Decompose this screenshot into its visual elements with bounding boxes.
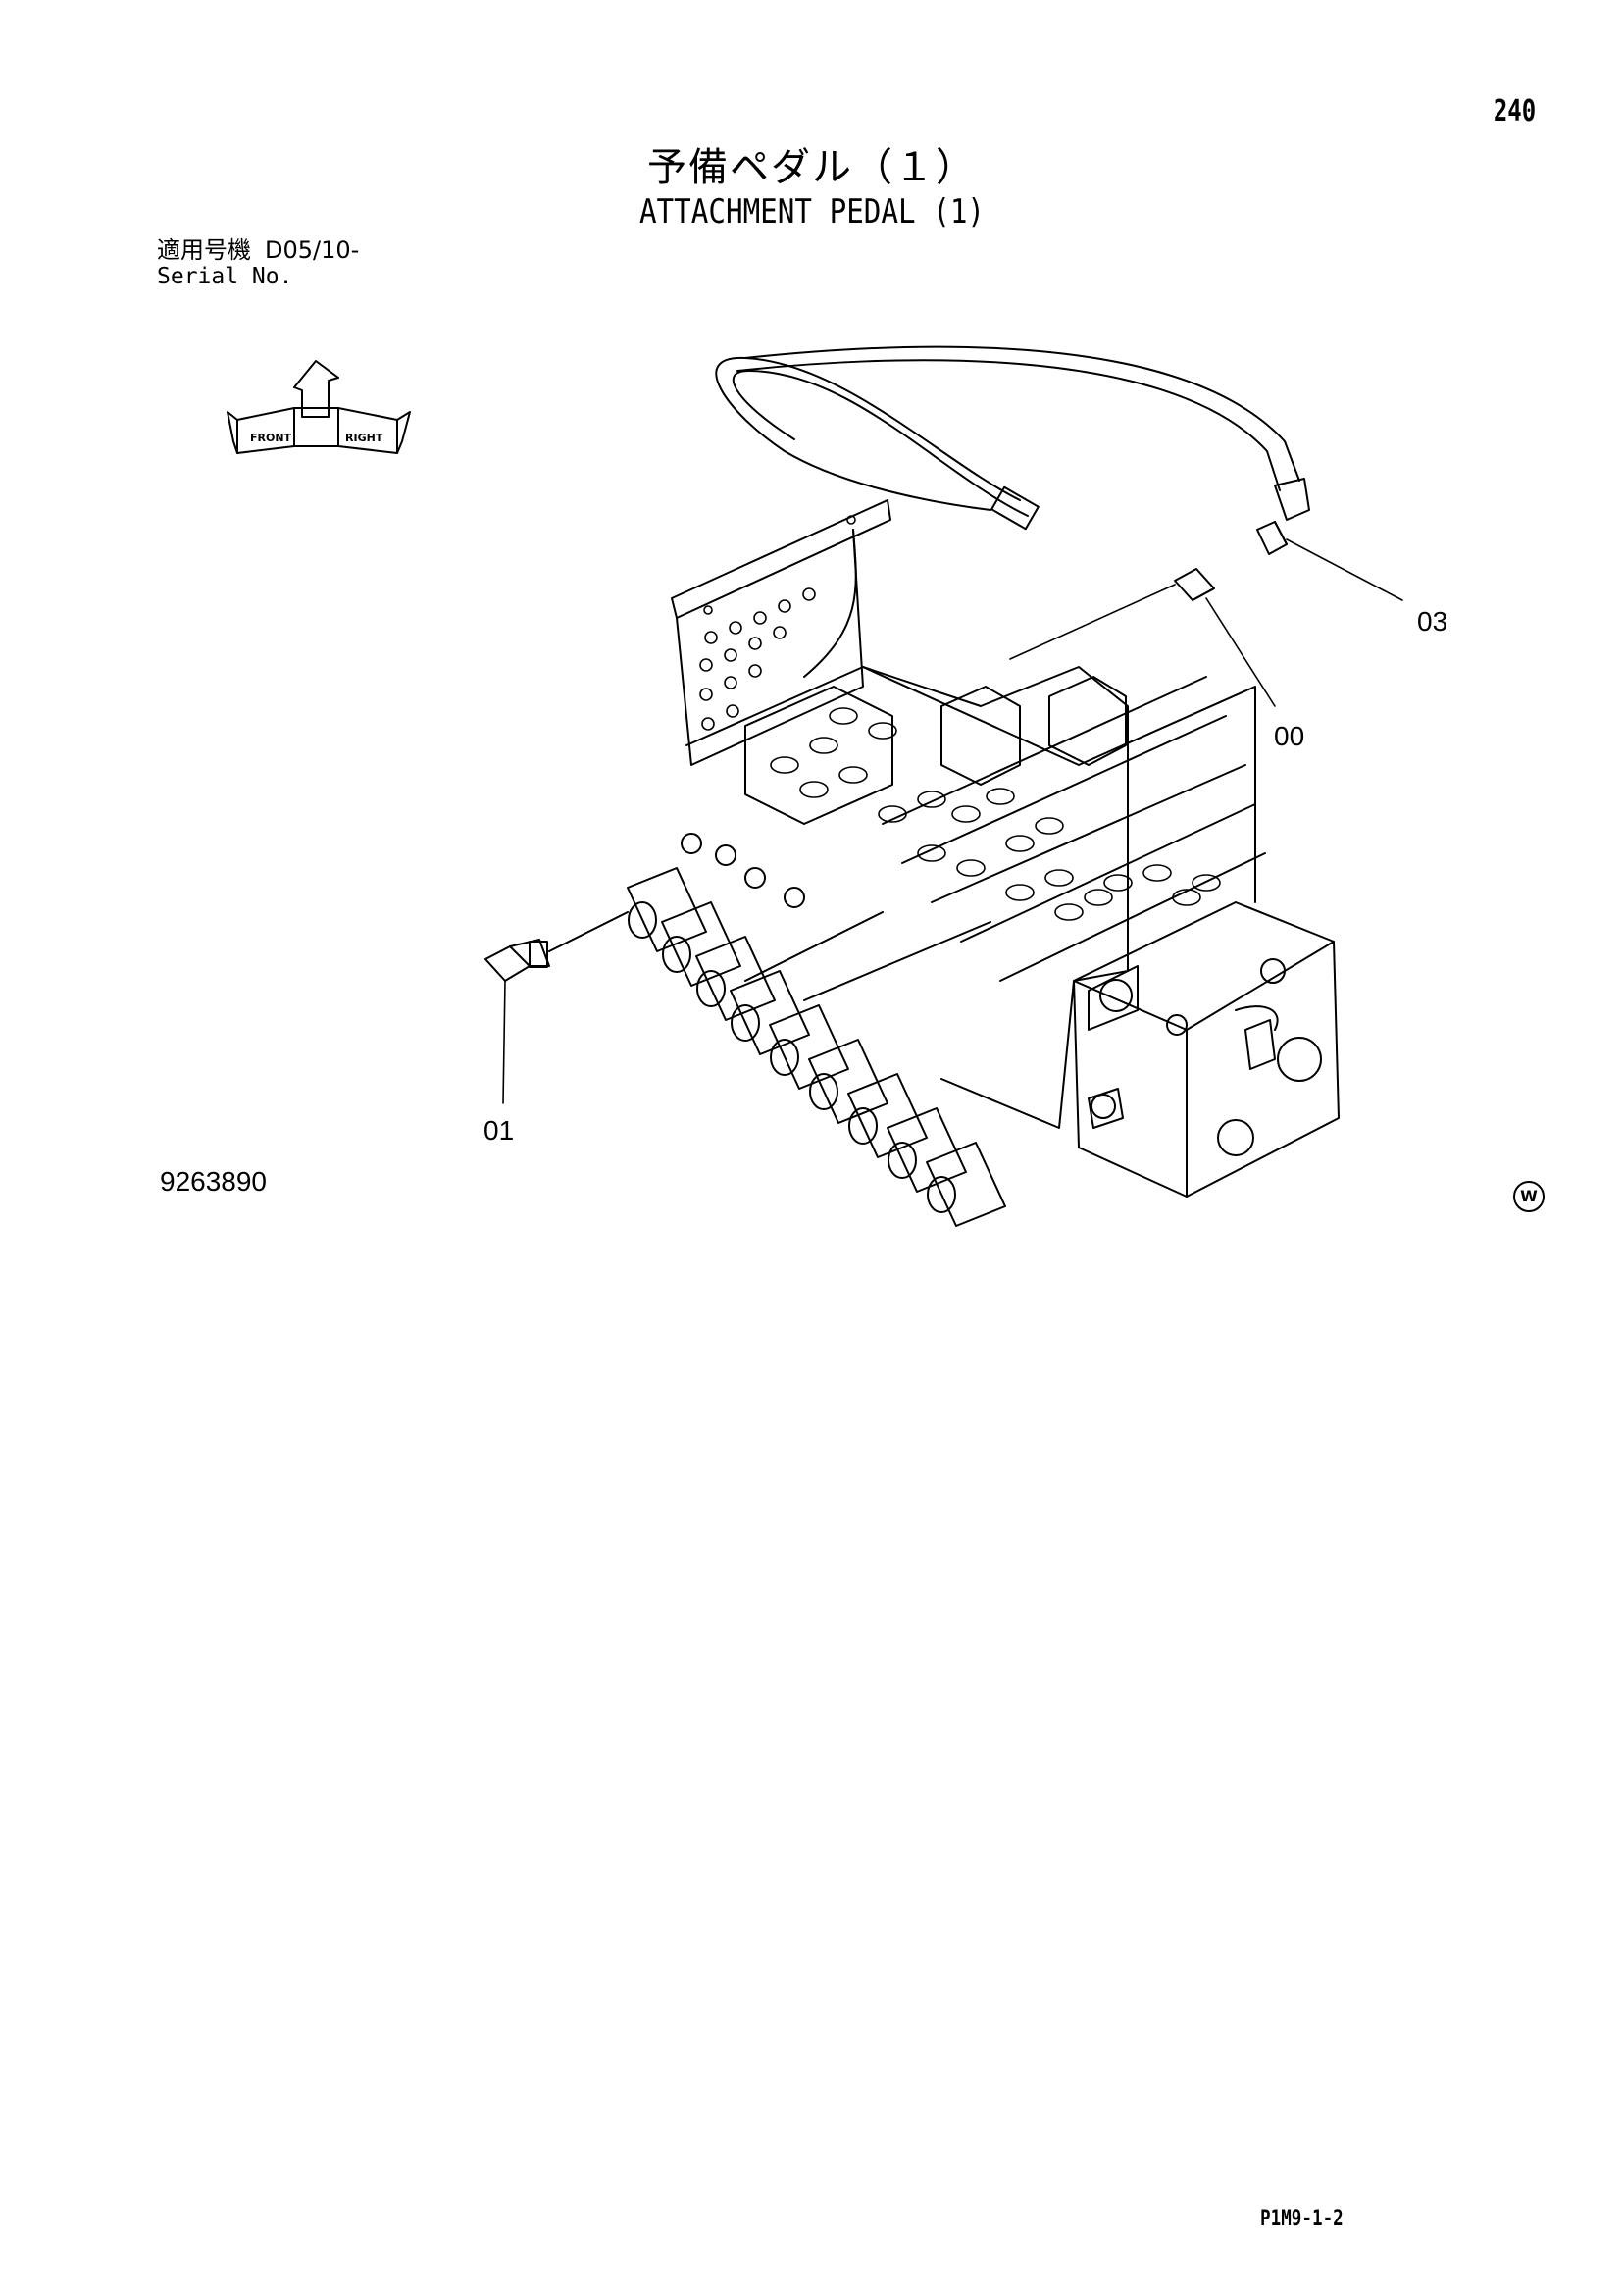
serial-block: 適用号機 D05/10- Serial No. [157, 237, 359, 290]
hose [715, 345, 1310, 531]
serial-label-japanese: 適用号機 [157, 236, 251, 264]
circled-mark: W [1513, 1181, 1545, 1212]
drawing-number: 9263890 [160, 1166, 268, 1197]
bracket-plate [671, 499, 891, 766]
fitting-00 [1174, 568, 1215, 601]
elbow-fitting-01 [484, 911, 629, 982]
direction-label-front: FRONT [250, 432, 292, 444]
spool-caps [627, 867, 1006, 1227]
callout-00: 00 [1274, 721, 1305, 751]
serial-label-english: Serial No. [157, 264, 293, 289]
page-title-english: ATTACHMENT PEDAL (1) [638, 192, 986, 231]
callout-03: 03 [1417, 606, 1448, 637]
fitting-03 [1256, 521, 1288, 555]
footer-code: P1M9-1-2 [1260, 2207, 1344, 2231]
control-valve-body [681, 666, 1340, 1198]
leader-lines [502, 538, 1403, 1104]
page-number: 240 [1493, 94, 1536, 128]
direction-arrows-icon: FRONT RIGHT [227, 360, 411, 454]
callout-01: 01 [483, 1115, 515, 1146]
page-title-japanese: 予備ペダル（１） [647, 145, 977, 190]
serial-value: D05/10- [265, 236, 360, 264]
direction-label-right: RIGHT [345, 432, 383, 444]
